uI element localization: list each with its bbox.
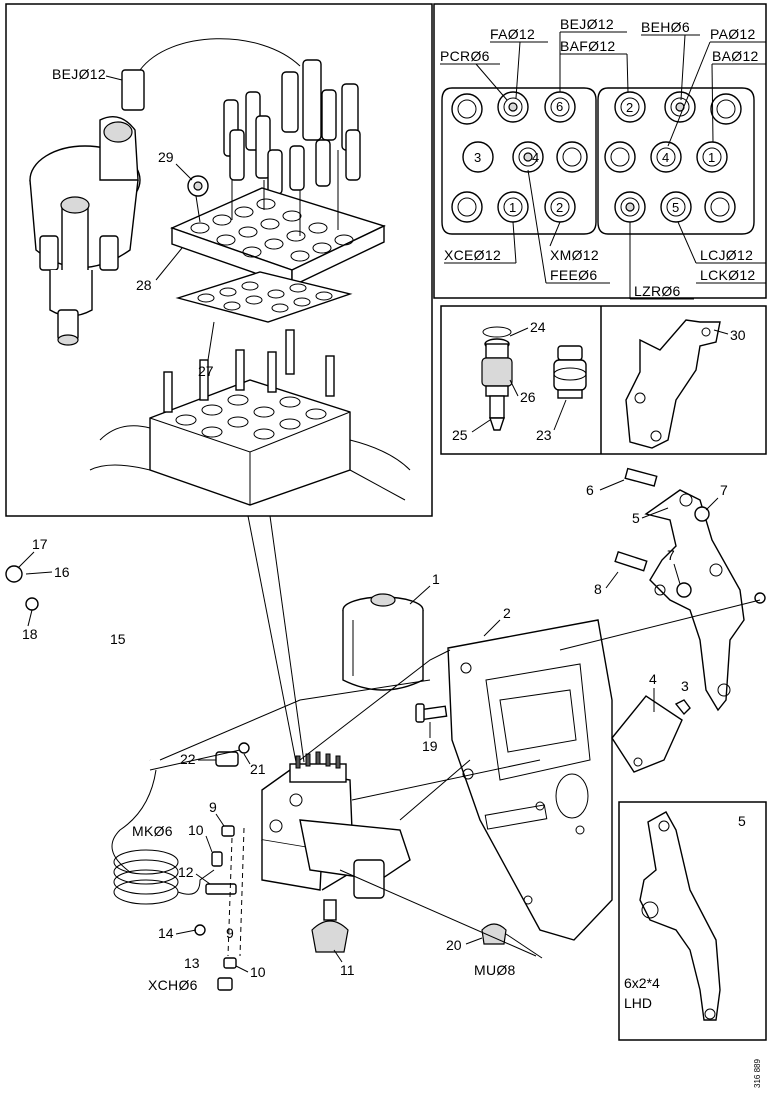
callout-30: 30: [730, 327, 746, 343]
inset-frame-port-layout: [433, 3, 767, 299]
port-number: 5: [672, 200, 679, 215]
callout-25: 25: [452, 427, 468, 443]
code-bej-top: BEJØ12: [52, 66, 106, 82]
port-number: 2: [626, 100, 633, 115]
port-number: 4: [662, 150, 669, 165]
callout-26: 26: [520, 389, 536, 405]
coiled-pipe: [111, 769, 215, 905]
callout-7-bottom: 7: [667, 547, 675, 563]
callout-27: 27: [198, 363, 214, 379]
code-mk: MKØ6: [132, 823, 173, 839]
callout-20: 20: [446, 937, 462, 953]
callout-11: 11: [340, 962, 355, 978]
code-xch: XCHØ6: [148, 977, 198, 993]
fittings-detail: [481, 326, 587, 431]
callout-7-top: 7: [720, 482, 728, 498]
port-number: 4: [532, 150, 539, 165]
port-number: 3: [474, 150, 481, 165]
callout-8: 8: [594, 581, 602, 597]
callout-22: 22: [180, 751, 196, 767]
callout-4: 4: [649, 671, 657, 687]
bracket-5-variant: [639, 811, 721, 1021]
code-xm: XMØ12: [550, 247, 599, 263]
callout-14: 14: [158, 925, 174, 941]
callout-5-inset: 5: [738, 813, 746, 829]
code-fee: FEEØ6: [550, 267, 597, 283]
callout-12: 12: [178, 864, 194, 880]
code-mu: MUØ8: [474, 962, 516, 978]
code-lzr: LZRØ6: [634, 283, 681, 299]
callout-6: 6: [586, 482, 594, 498]
callout-9-top: 9: [209, 799, 217, 815]
callout-13: 13: [184, 955, 200, 971]
callout-18: 18: [22, 626, 38, 642]
callout-23: 23: [536, 427, 552, 443]
callout-10-top: 10: [188, 822, 204, 838]
drawing-number: 316 889: [753, 1059, 762, 1088]
inset-frame-valve-block: [5, 3, 433, 517]
port-number: 1: [509, 200, 516, 215]
callout-3: 3: [681, 678, 689, 694]
port-layout: [441, 87, 755, 235]
code-pcr: PCRØ6: [440, 48, 490, 64]
code-beh: BEHØ6: [641, 19, 690, 35]
callout-21: 21: [250, 761, 266, 777]
callout-10-bottom: 10: [250, 964, 266, 980]
callout-29: 29: [158, 149, 174, 165]
port-number: 2: [556, 200, 563, 215]
port-number: 1: [708, 150, 715, 165]
callout-5: 5: [632, 510, 640, 526]
variant-drive: LHD: [624, 995, 652, 1011]
bracket-30: [625, 319, 721, 449]
code-xce: XCEØ12: [444, 247, 501, 263]
callout-28: 28: [136, 277, 152, 293]
code-pa: PAØ12: [710, 26, 756, 42]
code-fa: FAØ12: [490, 26, 535, 42]
callout-1: 1: [432, 571, 440, 587]
port-number: 6: [556, 99, 563, 114]
callout-24: 24: [530, 319, 546, 335]
callout-16: 16: [54, 564, 70, 580]
filter-canister: [342, 593, 424, 691]
code-lcj: LCJØ12: [700, 247, 753, 263]
bracket-5: [644, 489, 745, 712]
valve-block-exploded: [29, 38, 411, 506]
code-bej: BEJØ12: [560, 16, 614, 32]
code-ba: BAØ12: [712, 48, 759, 64]
inset-frame-variant-bracket: [618, 801, 767, 1041]
hose-15: [5, 565, 152, 763]
callout-15: 15: [110, 631, 126, 647]
code-lck: LCKØ12: [700, 267, 756, 283]
valve-unit: [261, 751, 411, 899]
inset-frame-fittings: [440, 305, 767, 455]
variant-config: 6x2*4: [624, 975, 660, 991]
code-baf: BAFØ12: [560, 38, 616, 54]
callout-19: 19: [422, 738, 438, 754]
callout-17: 17: [32, 536, 48, 552]
mounting-plate: [447, 619, 613, 941]
part-11: [311, 899, 349, 953]
callout-2: 2: [503, 605, 511, 621]
callout-9-bottom: 9: [226, 925, 234, 941]
